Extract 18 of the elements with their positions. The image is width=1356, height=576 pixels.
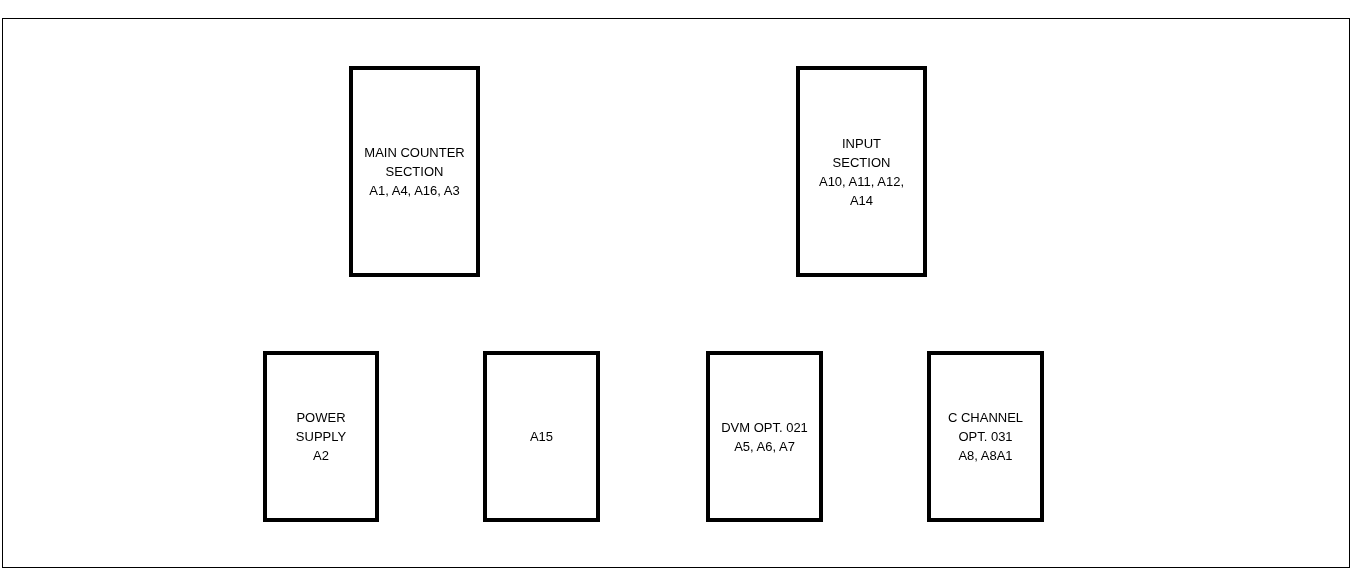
section-title: C CHANNEL OPT. 031 (946, 409, 1025, 446)
section-title: MAIN COUNTER SECTION (363, 144, 466, 181)
board-labels: A5, A6, A7 (734, 437, 795, 456)
section-box (483, 351, 600, 522)
board-labels: A8, A8A1 (958, 447, 1013, 465)
section-box (349, 66, 480, 277)
section-box (263, 351, 379, 522)
section-title: POWER SUPPLY (294, 409, 348, 446)
section-title: DVM OPT. 021 (721, 418, 808, 437)
section-box (796, 66, 927, 277)
section-box (706, 351, 823, 522)
section-box (927, 351, 1044, 522)
frame-box (2, 18, 1350, 568)
section-title: INPUT SECTION (831, 134, 892, 172)
board-labels: A15 (529, 428, 554, 446)
board-labels: A1, A4, A16, A3 (369, 182, 460, 200)
board-labels: A2 (313, 447, 329, 465)
board-labels: A10, A11, A12, A14 (817, 172, 906, 210)
